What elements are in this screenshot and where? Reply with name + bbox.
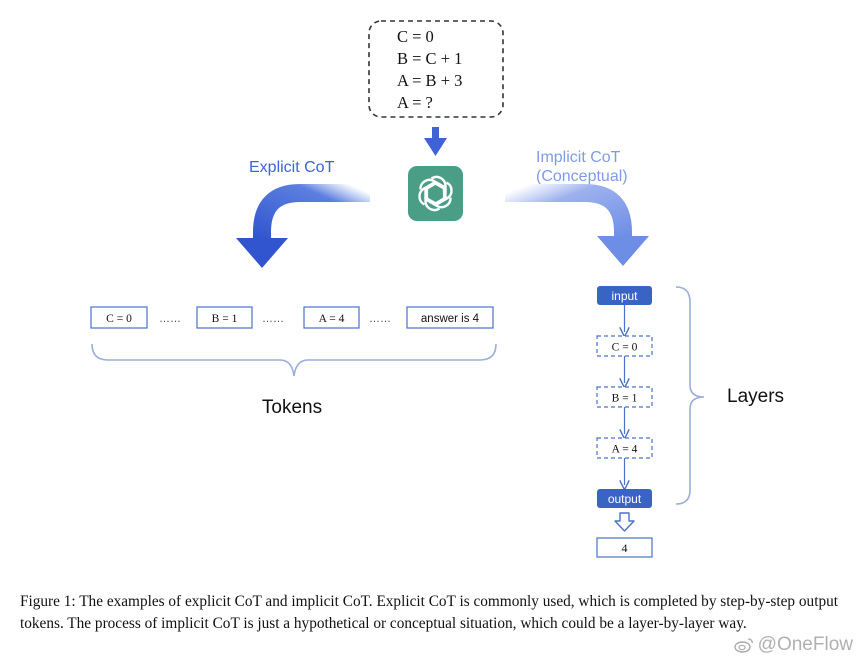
result-box: 4 <box>596 537 653 558</box>
curved-arrow-right-icon <box>505 184 649 266</box>
token-box: C = 0 <box>90 306 148 329</box>
problem-line-2: B = C + 1 <box>397 49 462 68</box>
token-box: B = 1 <box>196 306 253 329</box>
layer-box: C = 0 <box>596 335 653 357</box>
explicit-cot-label: Explicit CoT <box>249 159 335 176</box>
figure-caption: Figure 1: The examples of explicit CoT a… <box>20 593 838 632</box>
token-box: A = 4 <box>303 306 360 329</box>
layers-brace <box>675 286 705 505</box>
token-text: A = 4 <box>319 313 345 325</box>
layers-column: input C = 0 B = 1 A = 4 output 4 <box>596 286 653 558</box>
tokens-label: Tokens <box>262 397 322 418</box>
hollow-down-arrow-icon <box>614 512 635 532</box>
token-box: answer is 4 <box>406 306 494 329</box>
weibo-icon <box>733 638 753 653</box>
problem-line-1: C = 0 <box>397 27 434 46</box>
token-text: C = 0 <box>106 313 132 325</box>
tokens-brace <box>91 343 497 377</box>
result-text: 4 <box>622 541 628 555</box>
implicit-cot-label-2: (Conceptual) <box>536 168 628 185</box>
output-box: output <box>597 489 652 508</box>
token-text: answer is 4 <box>421 313 480 325</box>
output-label: output <box>608 492 642 506</box>
openai-logo-icon <box>408 166 463 221</box>
problem-box: C = 0 B = C + 1 A = B + 3 A = ? <box>368 20 504 118</box>
problem-line-3: A = B + 3 <box>397 71 462 90</box>
token-text: B = 1 <box>212 313 238 325</box>
layer-text: C = 0 <box>612 342 638 354</box>
layer-box: A = 4 <box>596 437 653 459</box>
diagram: C = 0 B = C + 1 A = B + 3 A = ? <box>90 20 784 558</box>
input-label: input <box>611 289 638 303</box>
token-row: C = 0 …… B = 1 …… A = 4 …… answer is 4 <box>90 306 494 329</box>
token-ellipsis: …… <box>262 313 284 325</box>
token-ellipsis: …… <box>369 313 391 325</box>
input-box: input <box>597 286 652 305</box>
layers-label: Layers <box>727 386 784 407</box>
watermark-text: @OneFlow <box>757 634 853 655</box>
token-ellipsis: …… <box>159 313 181 325</box>
watermark: @OneFlow <box>733 634 853 656</box>
curved-arrow-left-icon <box>236 184 370 268</box>
implicit-cot-label-1: Implicit CoT <box>536 149 621 166</box>
layer-box: B = 1 <box>596 386 653 408</box>
problem-line-4: A = ? <box>397 93 433 112</box>
layer-text: B = 1 <box>612 393 638 405</box>
layer-text: A = 4 <box>612 444 638 456</box>
down-arrow-icon <box>424 127 447 156</box>
